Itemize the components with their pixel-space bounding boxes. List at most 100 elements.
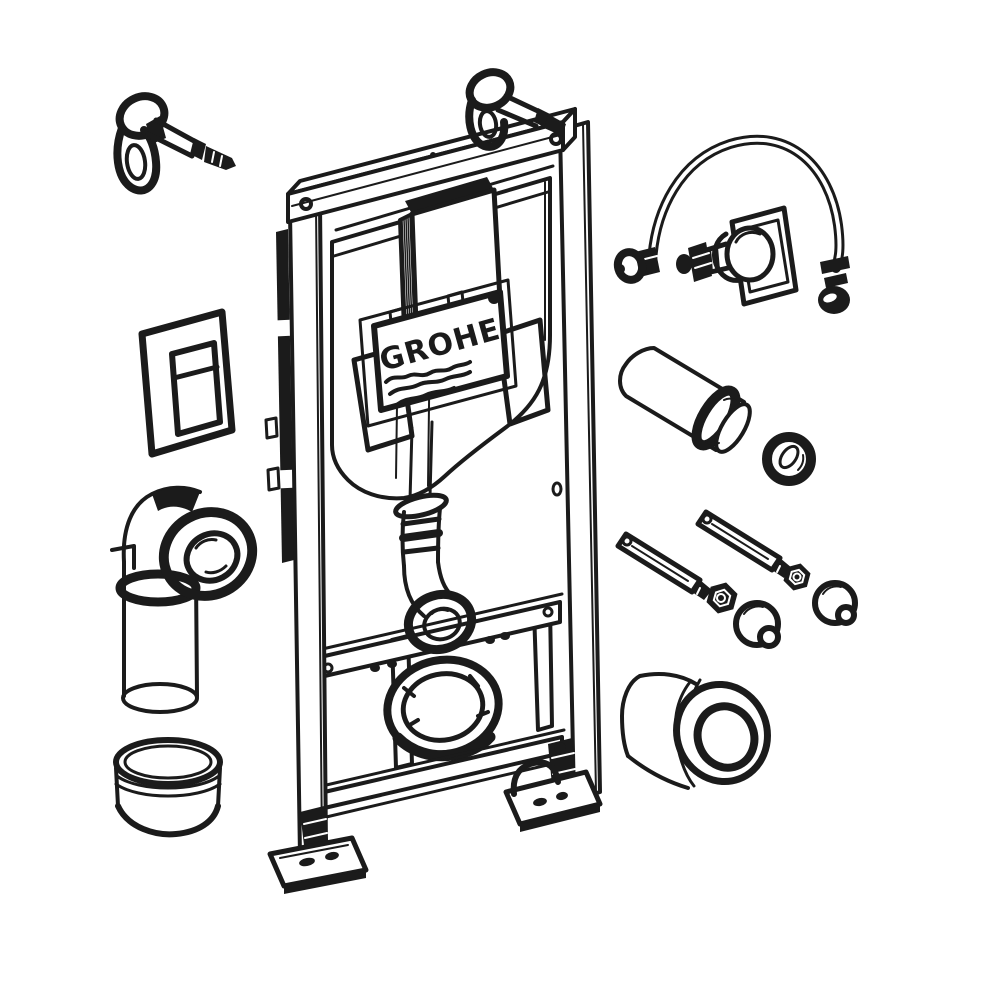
pipe-face [714, 402, 752, 454]
button-divider [171, 364, 220, 381]
highlight-mark [110, 544, 136, 570]
thread-arc [705, 441, 720, 446]
tip-notch [696, 587, 701, 595]
left-rail-inner-line [315, 205, 323, 849]
hose-right-band [820, 256, 850, 274]
valve-body [724, 225, 776, 283]
nut-hole [716, 593, 726, 603]
cap-top-rim [113, 737, 223, 787]
socket-detail [204, 564, 228, 575]
pipe-rib-band [399, 529, 443, 542]
ring-inner [400, 671, 486, 743]
nut-band [692, 252, 710, 259]
cone-left-end [620, 674, 642, 758]
end-hole [542, 606, 554, 618]
bolt-hole [500, 632, 510, 640]
stub-nut [688, 242, 712, 282]
wall-anchor-mounted [465, 68, 566, 151]
box-hatch [405, 217, 411, 328]
foot-bolt [554, 742, 566, 754]
plate-button [169, 340, 223, 437]
logo-wave-1 [384, 360, 472, 384]
plate-inner-line [279, 844, 349, 859]
stud-axis [711, 523, 769, 560]
hex-nut-1 [706, 582, 738, 614]
socket-ring-outer [403, 589, 477, 655]
cap-top-inner [123, 744, 213, 780]
cap-rim-line [115, 774, 221, 790]
plate-outer [138, 308, 236, 458]
right-foot [503, 738, 603, 832]
socket-inner [183, 530, 241, 584]
box-hatch [407, 216, 413, 327]
nut-body [783, 563, 811, 591]
screw-tip [544, 114, 566, 136]
cap-detail [743, 605, 764, 615]
tip-notch [776, 565, 781, 573]
left-foot [267, 806, 369, 894]
screw-collar [190, 138, 206, 160]
cover-cap-1 [733, 600, 781, 649]
cap-side-hole [835, 604, 857, 626]
plate-front-edge [284, 870, 366, 894]
bolt-hole [370, 664, 380, 672]
bolt-hole [485, 636, 495, 644]
seal-ring [762, 432, 816, 486]
flush-bend [393, 492, 477, 655]
plate-slot [533, 797, 547, 807]
thread-arc [723, 397, 737, 402]
flush-actuation-plate [138, 308, 236, 458]
wall-anchor-left [113, 92, 236, 195]
stub-rib [714, 245, 720, 272]
water-supply-hose [613, 134, 850, 314]
cover-cap-2 [812, 580, 858, 626]
thread-notch [211, 151, 215, 163]
registered-mark-dot [488, 292, 500, 304]
plate-slot [556, 791, 568, 801]
stud-eye [701, 513, 713, 525]
flush-pipe [618, 346, 752, 454]
ring-notch [402, 686, 416, 698]
cone-top-edge [638, 672, 698, 686]
eye-tip [615, 264, 625, 274]
logo-wave-2 [388, 370, 472, 396]
ring-slot [778, 444, 800, 470]
nut-band [694, 262, 712, 269]
box-hatch [403, 218, 409, 329]
box-top-face [405, 177, 494, 214]
side-tab [266, 466, 281, 492]
wall-rail-gap [276, 319, 294, 337]
stud-axis [631, 545, 689, 582]
pipe-rib [400, 516, 442, 527]
ring-notch [476, 710, 490, 718]
nut-body [706, 582, 738, 614]
sleeve-ring-outer [673, 680, 771, 786]
cap-detail [822, 585, 842, 595]
cap-side [216, 766, 222, 808]
sealing-cap [113, 737, 223, 838]
bar-end-hole [299, 197, 313, 211]
plate-front-edge [520, 804, 600, 832]
tube-band [115, 569, 201, 607]
hex-nut-2 [783, 563, 811, 591]
screw-shaft [495, 107, 539, 129]
stub-cap [676, 254, 692, 274]
ring-detail [797, 454, 805, 471]
nut-slot [823, 293, 837, 303]
elbow-curve [402, 564, 426, 618]
shoulder-band [152, 487, 200, 512]
top-bar-inner-line [291, 134, 561, 207]
nut-facets [788, 568, 806, 586]
socket-outer [158, 507, 258, 601]
right-rail [558, 120, 602, 802]
right-rail-inner-line [582, 123, 597, 794]
screw-shaft [503, 93, 543, 115]
plate-slot [299, 857, 315, 867]
ring-notch [406, 718, 420, 728]
foot-loop-handle [510, 759, 561, 797]
bend-flange [393, 492, 449, 520]
drain-elbow [110, 485, 258, 714]
cistern-outline [330, 176, 552, 501]
nut-facets [712, 588, 732, 608]
